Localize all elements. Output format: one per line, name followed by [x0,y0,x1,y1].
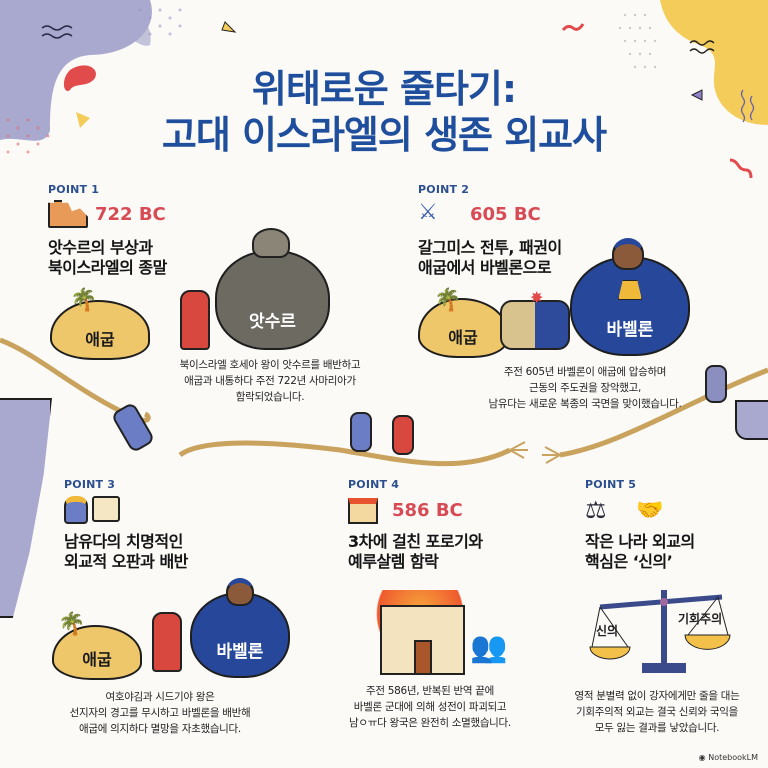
palm-tree-icon: 🌴 [58,612,86,637]
notebooklm-watermark: ◉ NotebookLM [698,753,758,762]
assyrian-helmet [252,228,290,258]
point-5-heading: 작은 나라 외교의 핵심은 ‘신의’ [585,532,695,571]
right-cliff [735,400,768,440]
notebooklm-logo-icon: ◉ [698,753,709,762]
point-1-heading: 앗수르의 부상과 북이스라엘의 종말 [48,238,167,277]
point-4-label: POINT 4 [348,478,400,491]
title-line-1: 위태로운 줄타기: [251,67,517,111]
point-5-description: 영적 분별력 없이 강자에게만 줄을 대는 기회주의적 외교는 결국 신뢰와 국… [574,690,740,734]
egypt-blob: 애굽 [50,300,150,360]
palm-tree-icon: 🌴 [70,288,98,313]
egypt-blob-3: 애굽 [52,625,142,680]
handshake-icon: 🤝 [636,498,664,523]
babylonian-head [612,238,644,270]
point-2-year: 605 BC [470,204,541,225]
burning-temple-icon [348,498,378,524]
scale-label-opportunism: 기회주의 [678,612,723,626]
captives-figures: 👥 [470,630,508,665]
king-on-rope-figure [350,412,372,452]
point-3-description: 여호야김과 시드기야 왕은 선지자의 경고를 무시하고 바벨론을 배반해 애굽에… [69,691,251,735]
point-2-description: 주전 605년 바벨론이 애굽에 압승하며 근동의 주도권을 장악했고, 남유다… [488,366,682,410]
scroll-icon [92,496,120,522]
prophet-on-rope-figure [392,415,414,455]
balance-scale [589,590,731,673]
king-icon [64,496,88,524]
point-4-year: 586 BC [392,500,463,521]
point-4-heading: 3차에 걸친 포로기와 예루살렘 함락 [348,532,483,571]
point-3-heading: 남유다의 치명적인 외교적 오판과 배반 [64,532,188,571]
point-3-label: POINT 3 [64,478,116,491]
clash-burst-icon: ✸ [530,288,544,307]
title-line-2: 고대 이스라엘의 생존 외교사 [161,113,607,157]
temple-door [414,640,432,675]
point-1-description: 북이스라엘 호세아 왕이 앗수르를 배반하고 애굽과 내통하다 주전 722년 … [179,359,361,403]
point-2-label: POINT 2 [418,183,470,196]
king-figure [180,290,210,350]
scales-icon: ⚖ [585,496,607,524]
point-5-label: POINT 5 [585,478,637,491]
battle-soldiers [500,300,570,350]
egypt-blob-2: 애굽 [418,298,508,358]
point-2-heading: 갈그미스 전투, 패권이 애굽에서 바벨론으로 [418,238,562,277]
babylon-blob: 바벨론 [570,256,690,356]
observer-figure [705,365,727,403]
assyria-blob: 앗수르 [215,250,330,350]
palm-tree-icon: 🌴 [434,288,462,313]
crossed-swords-icon: ⚔ [418,200,438,225]
babylon-blob-3: 바벨론 [190,592,290,678]
point-4-description: 주전 586년, 반복된 반역 끝에 바벨론 군대에 의해 성전이 파괴되고 남… [349,685,511,729]
king-figure-3 [152,612,182,672]
scale-label-trust: 신의 [596,624,619,638]
point-1-label: POINT 1 [48,183,100,196]
babylonian-head-3 [226,578,254,606]
point-1-year: 722 BC [95,204,166,225]
